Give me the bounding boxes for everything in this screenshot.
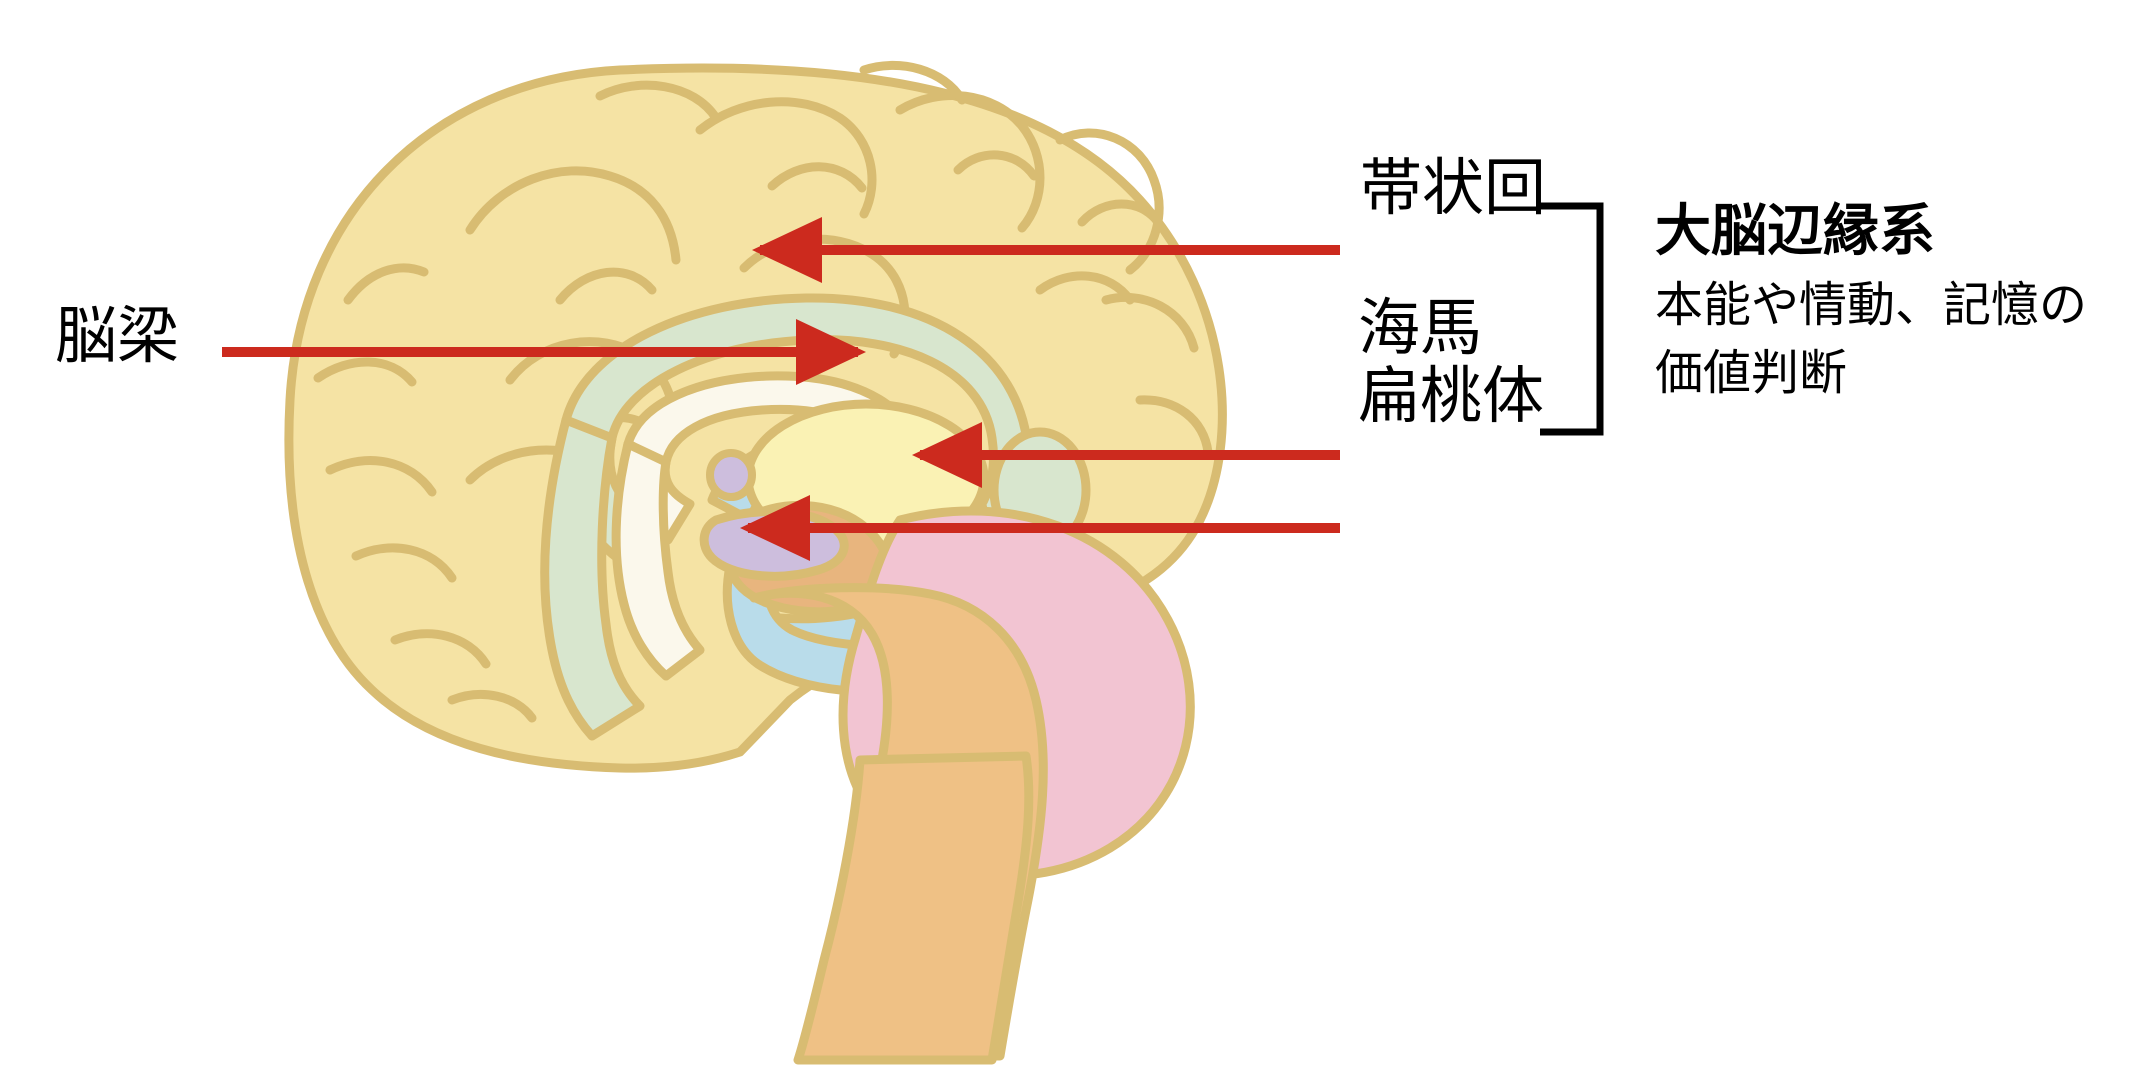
label-hippocampus: 海馬 bbox=[1358, 294, 1483, 363]
cingulate-tail-shape bbox=[540, 415, 645, 741]
amygdala-shape bbox=[699, 507, 849, 581]
annotation-arrows bbox=[222, 217, 1340, 561]
label-corpus-callosum: 脳梁 bbox=[55, 302, 180, 371]
limbic-system-callout: 大脳辺縁系 本能や情動、記憶の 価値判断 bbox=[1655, 196, 2087, 408]
limbic-description-line-2: 価値判断 bbox=[1655, 347, 1848, 401]
mammillary-body-shape bbox=[706, 449, 756, 501]
limbic-description-line-1: 本能や情動、記憶の bbox=[1655, 279, 2088, 332]
limbic-system-title: 大脳辺縁系 bbox=[1655, 199, 1935, 262]
septum-pellucidum-shape bbox=[611, 439, 705, 681]
limbic-system-description: 本能や情動、記憶の 価値判断 bbox=[1655, 272, 2087, 408]
limbic-bracket bbox=[1540, 202, 1604, 436]
medulla-shape bbox=[793, 751, 1034, 1065]
label-cingulate-gyrus: 帯状回 bbox=[1360, 154, 1547, 223]
label-amygdala: 扁桃体 bbox=[1358, 362, 1545, 431]
